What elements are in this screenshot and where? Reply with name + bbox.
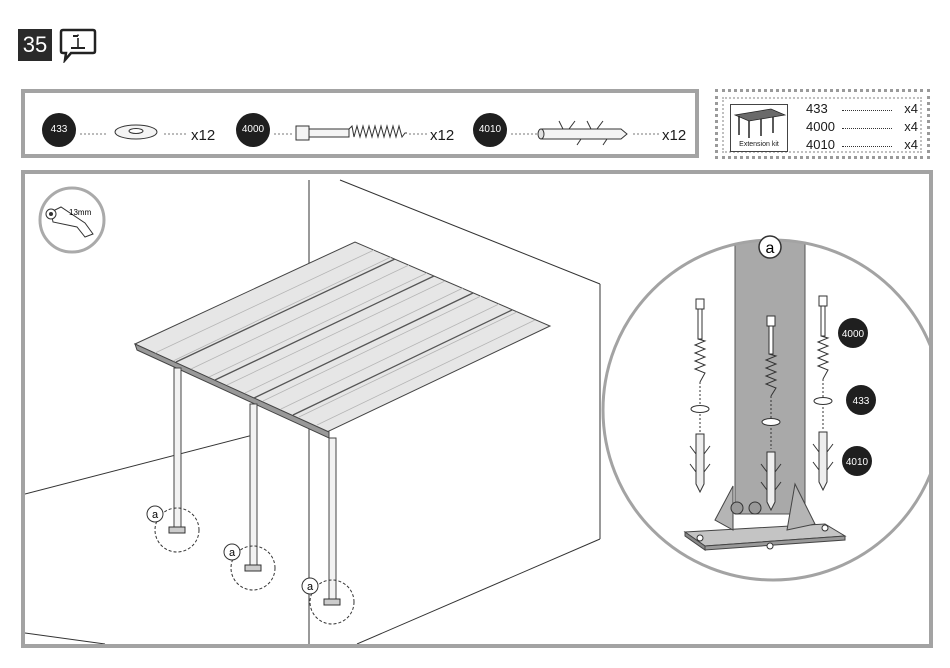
wall-anchor-icon [511, 118, 661, 146]
extension-kit-box: Extension kit 433 x4 4000 x4 4010 x4 [715, 89, 930, 159]
lag-bolt-icon [274, 121, 429, 143]
detail-badge-4000: 4000 [842, 329, 865, 340]
callout-letter: a [307, 581, 314, 593]
step-number: 35 [18, 29, 52, 61]
part-badge-4000: 4000 [236, 113, 270, 147]
extension-kit-row: 433 x4 [806, 101, 930, 117]
detail-badge-4010: 4010 [846, 457, 869, 468]
extension-kit-row: 4000 x4 [806, 119, 930, 135]
info-icon: i [57, 27, 97, 63]
tool-size-label: 13mm [69, 208, 92, 217]
callout-letter: a [152, 509, 159, 521]
extension-kit-row: 4010 x4 [806, 137, 930, 153]
detail-callout-letter: a [766, 240, 775, 257]
parts-box: 433 x12 4000 x12 4010 x12 [21, 89, 699, 158]
extension-kit-image: Extension kit [730, 104, 788, 152]
part-qty-433: x12 [191, 127, 215, 144]
washer-icon [80, 121, 190, 143]
pergola-roof [135, 242, 550, 438]
extension-kit-label: Extension kit [731, 141, 787, 148]
part-qty-4010: x12 [662, 127, 686, 144]
pergola-illustration: 13mm [25, 174, 929, 644]
detail-badge-433: 433 [853, 396, 870, 407]
callout-letter: a [229, 547, 236, 559]
main-illustration: 13mm [21, 170, 933, 648]
pergola-icon [731, 105, 787, 141]
wrench-icon: 13mm [40, 188, 104, 252]
detail-view: a 4000 433 4010 [603, 234, 929, 580]
part-badge-4010: 4010 [473, 113, 507, 147]
part-badge-433: 433 [42, 113, 76, 147]
part-qty-4000: x12 [430, 127, 454, 144]
